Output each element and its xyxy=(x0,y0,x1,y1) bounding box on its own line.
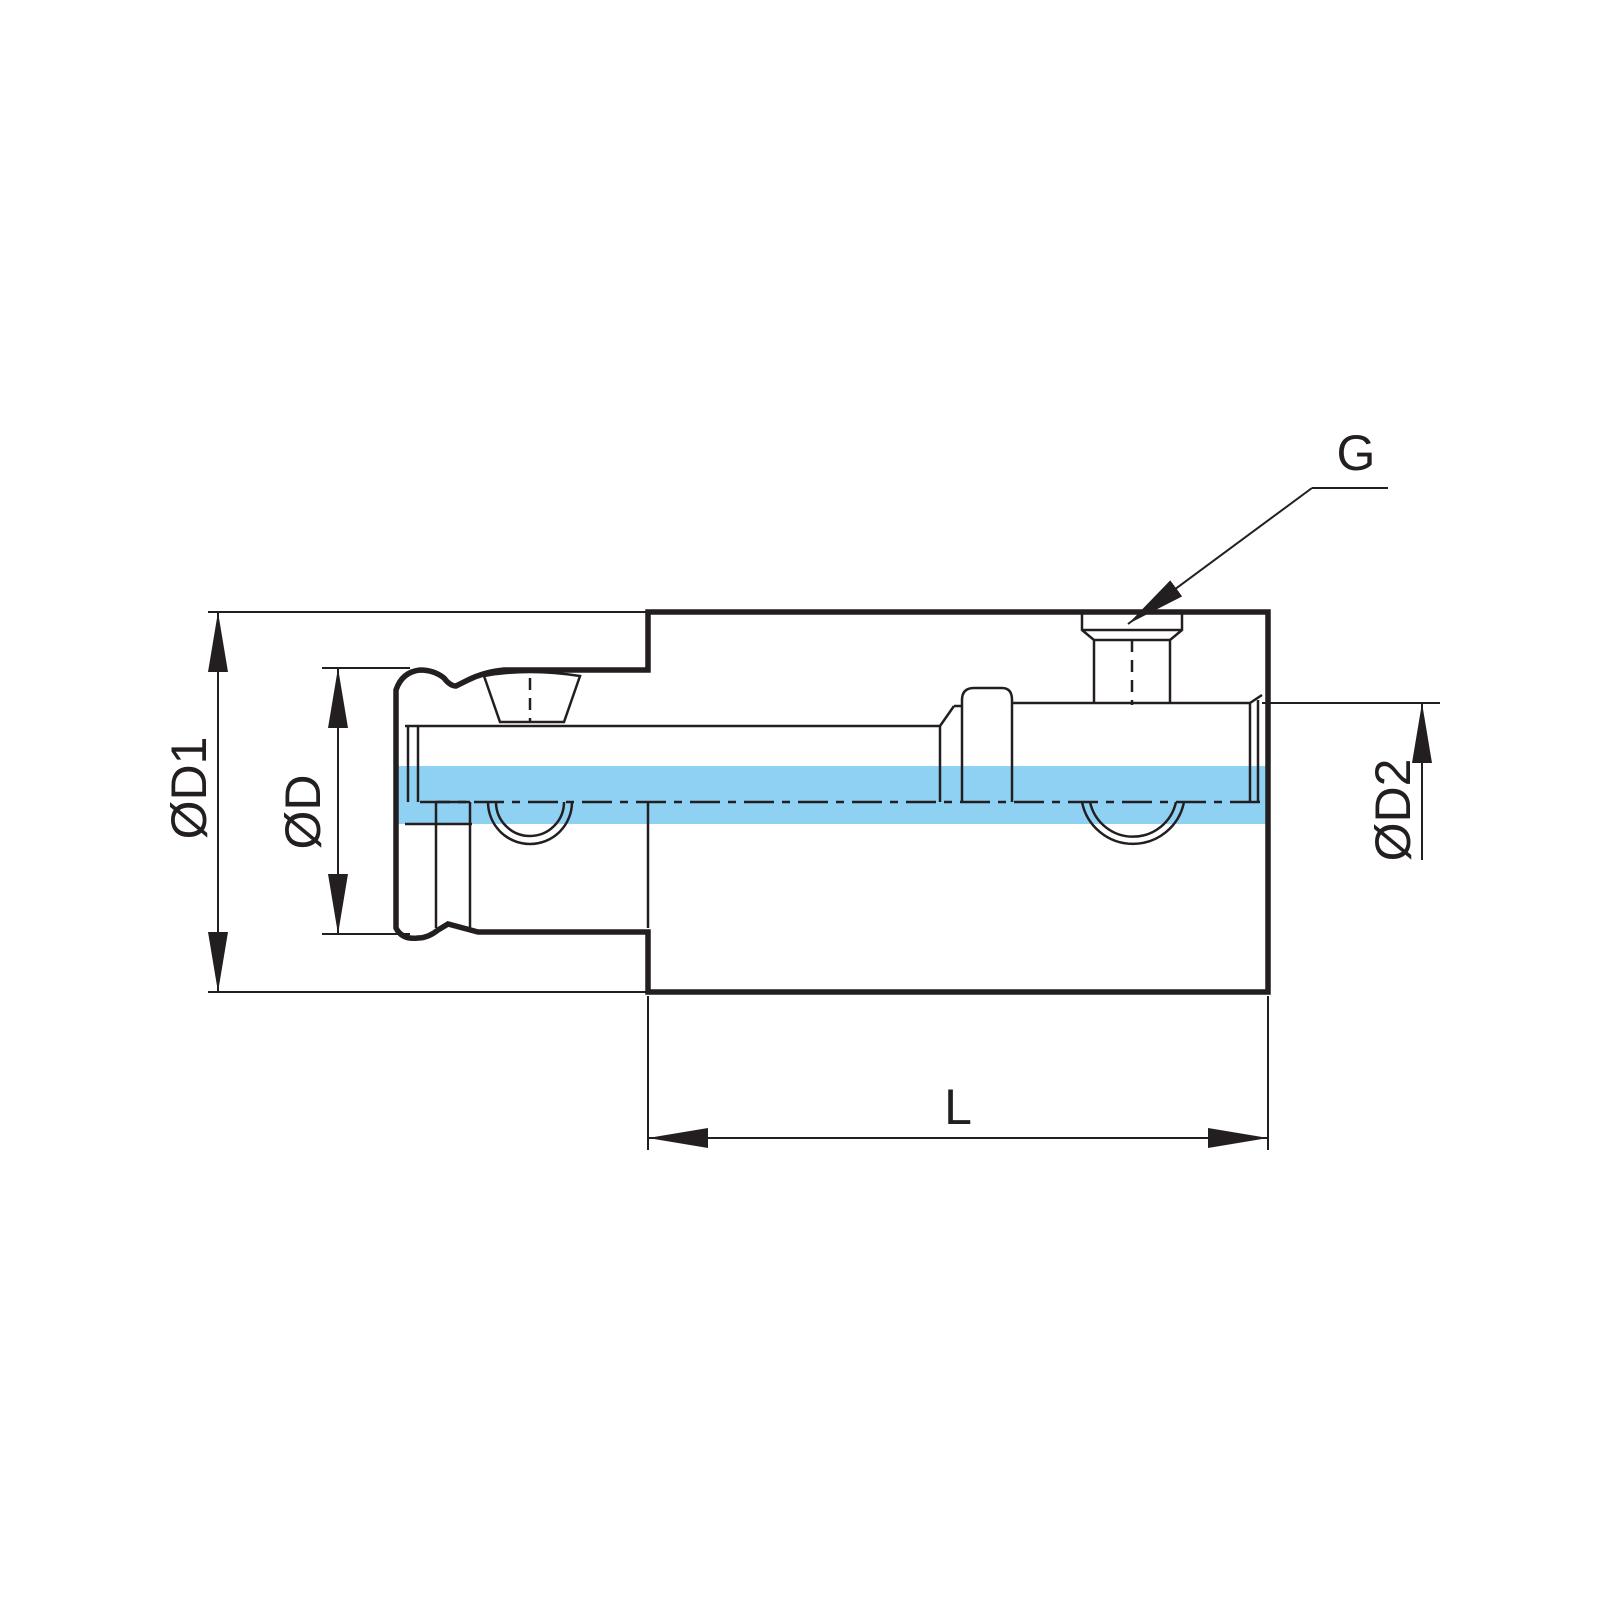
cross-holes xyxy=(486,801,1186,846)
dimension-lines xyxy=(208,612,1432,1148)
label-d1: ØD1 xyxy=(161,737,217,840)
part-outline xyxy=(393,609,1271,995)
label-g: G xyxy=(1337,425,1376,481)
threaded-hole-g xyxy=(1080,612,1184,705)
bore-highlight-band xyxy=(397,766,1266,824)
label-l: L xyxy=(944,1079,972,1135)
label-d2: ØD2 xyxy=(1365,759,1421,862)
g-leader xyxy=(1127,487,1388,625)
left-conical-hole xyxy=(482,670,582,724)
label-d: ØD xyxy=(275,775,331,850)
extension-lines xyxy=(208,611,1440,1150)
